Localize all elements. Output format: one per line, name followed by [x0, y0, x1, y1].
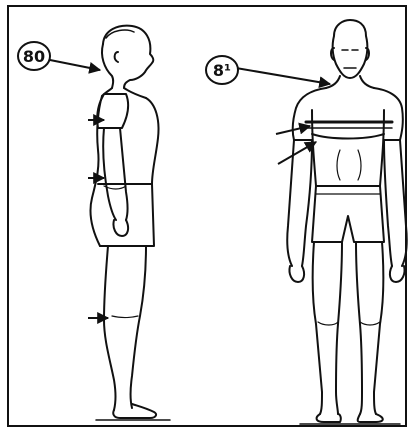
side-view-arrows	[50, 60, 108, 318]
side-view-figure	[90, 26, 170, 420]
side-callout: 80	[18, 42, 50, 70]
front-callout: 8¹	[206, 56, 238, 84]
side-callout-label: 80	[23, 47, 45, 66]
front-view-arrows	[236, 68, 330, 164]
front-callout-label: 8¹	[213, 61, 231, 80]
